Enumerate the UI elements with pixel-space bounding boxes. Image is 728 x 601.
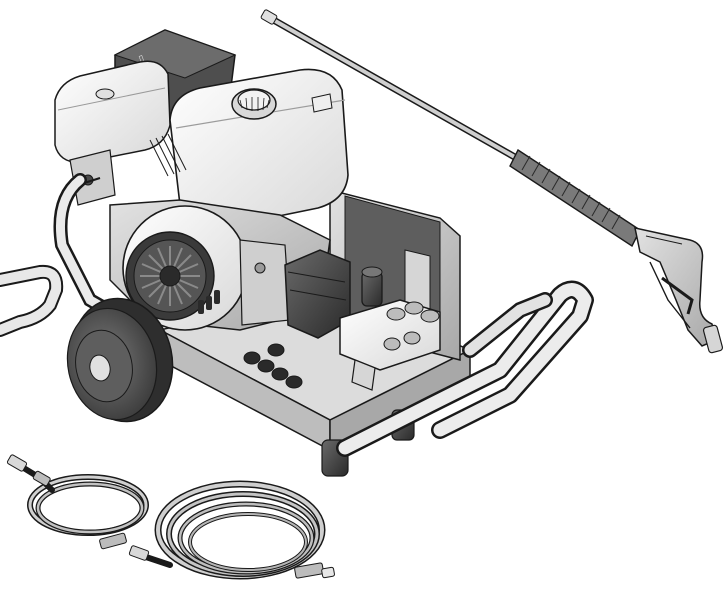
left-frame-tube	[53, 173, 167, 347]
wheel	[66, 297, 174, 423]
inlet-hose	[6, 454, 149, 550]
left-handle	[0, 264, 64, 337]
spray-gun	[634, 227, 724, 354]
engine-block	[109, 133, 331, 331]
tank-marking: ▯	[137, 53, 145, 64]
high-pressure-hose	[128, 480, 335, 580]
wing-nut-icon	[95, 88, 115, 100]
pump	[284, 249, 441, 391]
spray-wand	[260, 9, 641, 248]
nozzles	[243, 343, 303, 389]
right-handle	[336, 280, 594, 457]
wheel-hub-icon	[89, 354, 111, 382]
